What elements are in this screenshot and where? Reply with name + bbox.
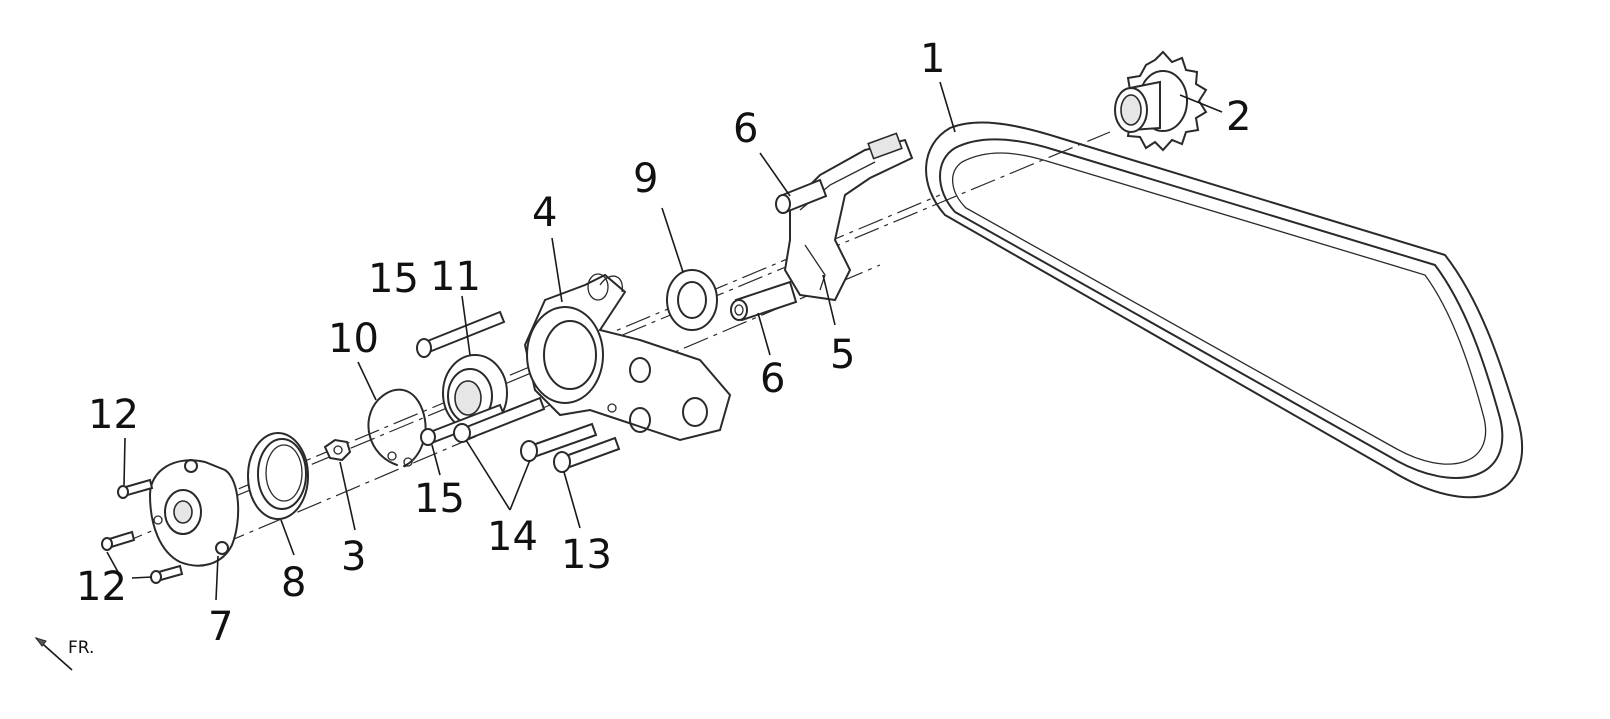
callout-12-bottom: 12 (76, 564, 127, 610)
bolt-15-upper (416, 310, 506, 358)
snap-ring (367, 388, 427, 467)
callout-7: 7 (208, 604, 233, 650)
bearing-housing (523, 273, 732, 442)
callout-4: 4 (532, 190, 557, 236)
callout-15-bottom: 15 (414, 476, 465, 522)
callout-6-top: 6 (733, 106, 758, 152)
end-cover (148, 459, 240, 567)
callout-10: 10 (328, 316, 379, 362)
bolt-12-top (117, 478, 154, 499)
bolt-12-bottom (150, 564, 184, 584)
bolt-13 (553, 436, 621, 473)
bolt-15-lower (420, 403, 506, 446)
callout-9: 9 (633, 156, 658, 202)
spacer-washer (666, 269, 718, 331)
leader-lines (106, 81, 1223, 601)
nut (323, 438, 352, 462)
tensioner-arm (783, 132, 914, 302)
callout-6-bottom: 6 (760, 356, 785, 402)
callout-1: 1 (920, 36, 945, 82)
callout-14: 14 (487, 514, 538, 560)
callout-numbers: 1 2 6 9 4 15 11 10 5 6 12 15 14 3 13 8 1… (76, 36, 1251, 650)
callout-12-top: 12 (88, 392, 139, 438)
callout-3: 3 (341, 534, 366, 580)
drive-belt (925, 121, 1524, 499)
front-direction-indicator: FR. (34, 637, 94, 671)
callout-5: 5 (830, 332, 855, 378)
callout-15-top: 15 (368, 256, 419, 302)
callout-13: 13 (561, 532, 612, 578)
callout-2: 2 (1226, 94, 1251, 140)
pin-lower (730, 280, 798, 322)
drive-sprocket (1114, 50, 1208, 152)
front-label: FR. (68, 638, 94, 658)
oil-seal (247, 432, 309, 520)
bolt-14-left (453, 396, 546, 443)
pin-upper (775, 178, 828, 214)
callout-11: 11 (430, 254, 481, 300)
bolt-12-middle (101, 530, 136, 551)
callout-8: 8 (281, 560, 306, 606)
